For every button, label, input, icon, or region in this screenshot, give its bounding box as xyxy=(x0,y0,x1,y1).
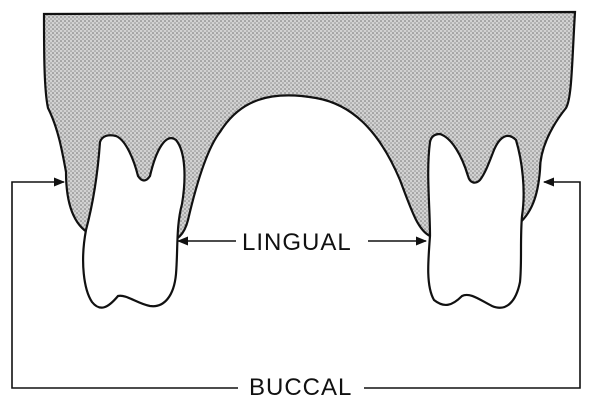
buccal-label: BUCCAL xyxy=(245,374,356,402)
lingual-label: LINGUAL xyxy=(240,229,354,257)
left-tooth xyxy=(83,135,184,307)
